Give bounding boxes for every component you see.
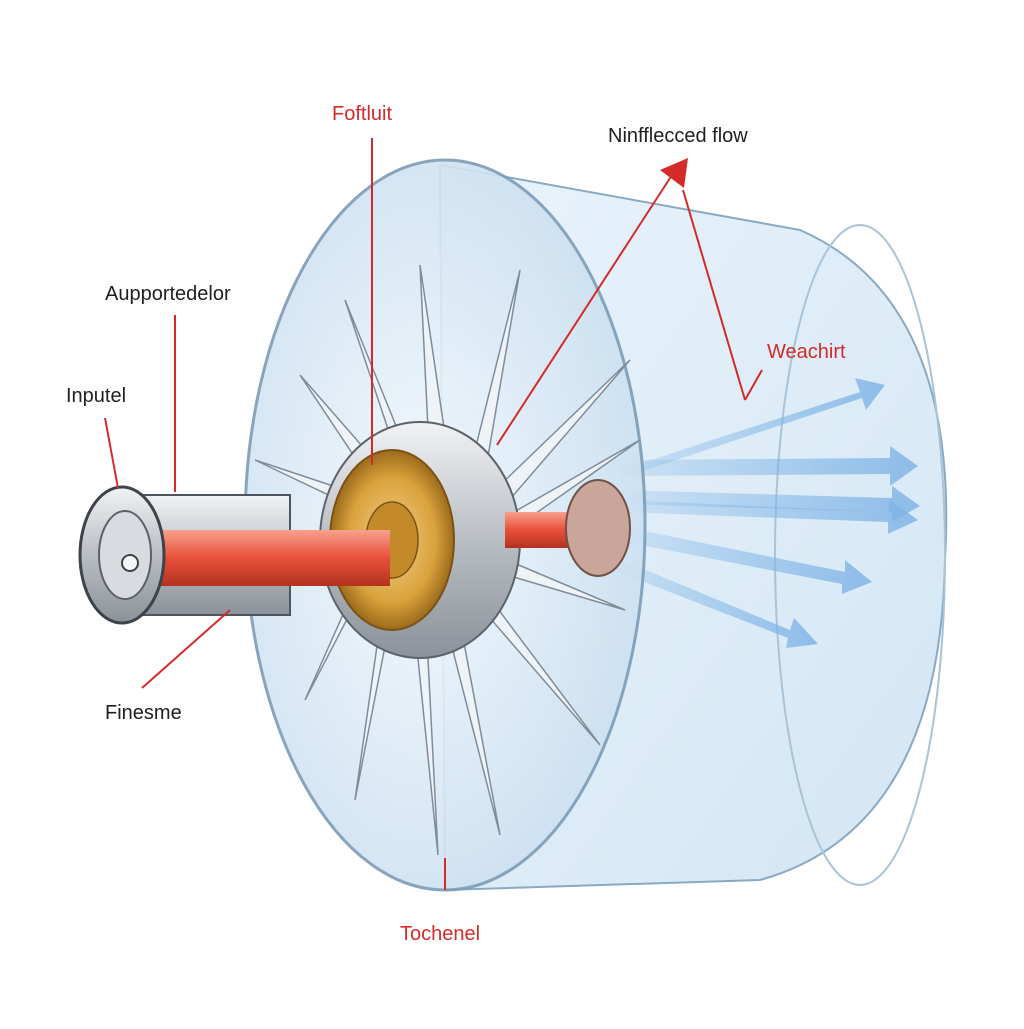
label-ninfflecced-flow: Ninfflecced flow bbox=[608, 125, 748, 147]
leader-lines bbox=[104, 138, 763, 890]
leader-line-weachirt-b bbox=[744, 369, 763, 401]
flow-arrow bbox=[615, 525, 872, 594]
label-weachirt: Weachirt bbox=[767, 341, 846, 363]
leader-line-weachirt-a bbox=[682, 189, 746, 401]
inflow-arrowhead bbox=[660, 158, 688, 188]
casing-rear-rim bbox=[774, 224, 946, 886]
flow-arrow bbox=[620, 446, 918, 486]
fan-blades bbox=[254, 264, 641, 856]
leader-line-inputel bbox=[104, 417, 119, 489]
leader-line-finesme bbox=[141, 609, 231, 689]
label-finesme: Finesme bbox=[105, 702, 182, 724]
flow-arrow bbox=[620, 378, 885, 478]
leader-line-inflow bbox=[496, 174, 673, 446]
label-inputel: Inputel bbox=[66, 385, 127, 407]
label-foftluit: Foftluit bbox=[332, 103, 393, 125]
inlet-bore bbox=[98, 510, 152, 600]
outflow-arrows bbox=[608, 378, 920, 648]
label-aupportedelor: Aupportedelor bbox=[105, 283, 231, 305]
flow-arrow bbox=[620, 500, 918, 534]
rear-bearing bbox=[565, 479, 631, 577]
label-tochenel: Tochenel bbox=[400, 923, 481, 945]
flow-arrow bbox=[620, 486, 920, 522]
flow-arrow bbox=[608, 555, 818, 648]
inlet-nozzle bbox=[121, 554, 139, 572]
main-shaft bbox=[130, 530, 390, 586]
